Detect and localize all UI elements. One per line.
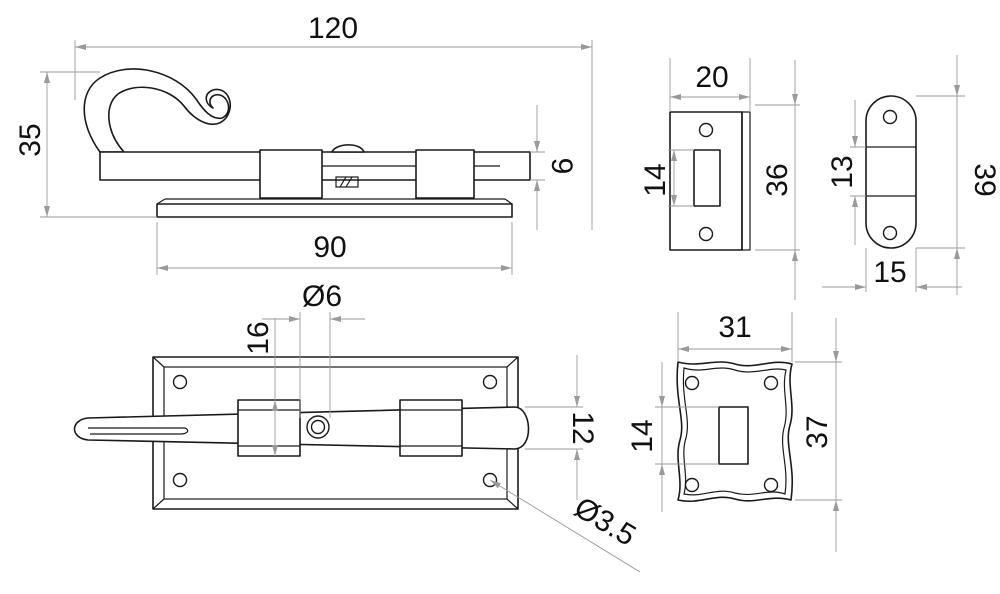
top-screw-hole-bottom-left (172, 472, 188, 488)
side-knob (331, 144, 365, 153)
side-staple-right (415, 149, 475, 199)
decorative-keep-hole-top-right (763, 375, 779, 391)
rounded-keep-plate (865, 95, 917, 249)
dim-text-bolt-height: 9 (545, 158, 578, 175)
dim-text-overall-length: 120 (308, 12, 358, 45)
flat-keep-side (741, 111, 751, 251)
dim-ext-39 (916, 95, 965, 249)
top-bolt-fork (88, 427, 189, 435)
top-staple-left (237, 399, 301, 457)
dim-text-decorative-keep-width: 31 (718, 311, 751, 344)
decorative-keep-hole-bottom-right (763, 477, 779, 493)
side-screw-hatch (339, 176, 353, 188)
top-screw-hole-top-left (172, 374, 188, 390)
decorative-keep-slot (718, 406, 749, 465)
top-screw-hole-top-right (482, 374, 498, 390)
decorative-keep-hole-bottom-left (684, 477, 700, 493)
flat-keep (669, 111, 751, 251)
dim-text-decorative-keep-height: 37 (801, 415, 834, 448)
rounded-keep-hole-bottom (882, 225, 898, 241)
top-staple-left-lines (238, 409, 300, 447)
side-screw (335, 176, 359, 188)
flat-keep-slot (693, 149, 721, 207)
crook-handle (83, 68, 231, 153)
top-knob-inner (310, 419, 326, 435)
side-base-plate-bevel (156, 198, 513, 205)
dim-text-flat-keep-height: 36 (761, 163, 794, 196)
top-view (73, 356, 530, 510)
dim-text-decorative-keep-slot: 14 (626, 419, 659, 452)
side-staple-left (259, 149, 323, 199)
dim-ext-35 (40, 71, 157, 218)
dim-text-flat-keep-width: 20 (695, 61, 728, 94)
decorative-keep-hole-top-left (684, 375, 700, 391)
dim-text-bolt-diameter: Ø6 (302, 280, 342, 313)
flat-keep-hole-top (698, 122, 714, 138)
dim-text-screw-hole-diameter: Ø3.5 (569, 491, 642, 553)
flat-keep-dimensions: 20 36 14 (639, 58, 800, 300)
side-view-dimensions: 120 35 90 9 (14, 12, 593, 275)
dim-ext-13 (850, 146, 866, 197)
top-staple-right (399, 399, 463, 457)
dim-ext-9 (530, 151, 545, 181)
dim-ext-12 (525, 406, 583, 450)
dim-text-staple-length: 16 (242, 321, 275, 354)
decorative-keep-dimensions: 31 37 14 (626, 311, 842, 552)
dim-text-rounded-keep-width: 15 (873, 256, 906, 289)
dim-leader-d35 (489, 479, 641, 573)
rounded-keep (865, 95, 917, 249)
rounded-keep-hole-top (882, 109, 898, 125)
top-staple-right-lines (400, 409, 462, 447)
side-base-plate (156, 203, 513, 218)
dim-text-overall-height: 35 (14, 123, 47, 156)
decorative-keep (676, 361, 793, 502)
dim-ext-31 (677, 312, 793, 362)
top-view-dimensions: Ø6 16 12 Ø3.5 (242, 280, 642, 573)
rounded-keep-dimensions: 13 39 15 (822, 55, 1000, 295)
dim-ext-14b (655, 406, 719, 465)
dim-text-rounded-keep-band: 13 (826, 155, 859, 188)
dim-ext-d6 (299, 312, 331, 418)
dim-ext-120 (74, 40, 593, 230)
dim-ext-20 (669, 58, 751, 112)
side-view (83, 68, 531, 218)
dim-text-flat-keep-slot: 14 (639, 163, 672, 196)
dim-text-bolt-width: 12 (566, 411, 599, 444)
dim-text-rounded-keep-height: 39 (968, 163, 1000, 196)
dim-text-plate-length: 90 (313, 231, 346, 264)
flat-keep-hole-bottom (698, 226, 714, 242)
top-plate-bevel-corners (152, 356, 519, 510)
decorative-keep-inner-edge (682, 367, 787, 496)
